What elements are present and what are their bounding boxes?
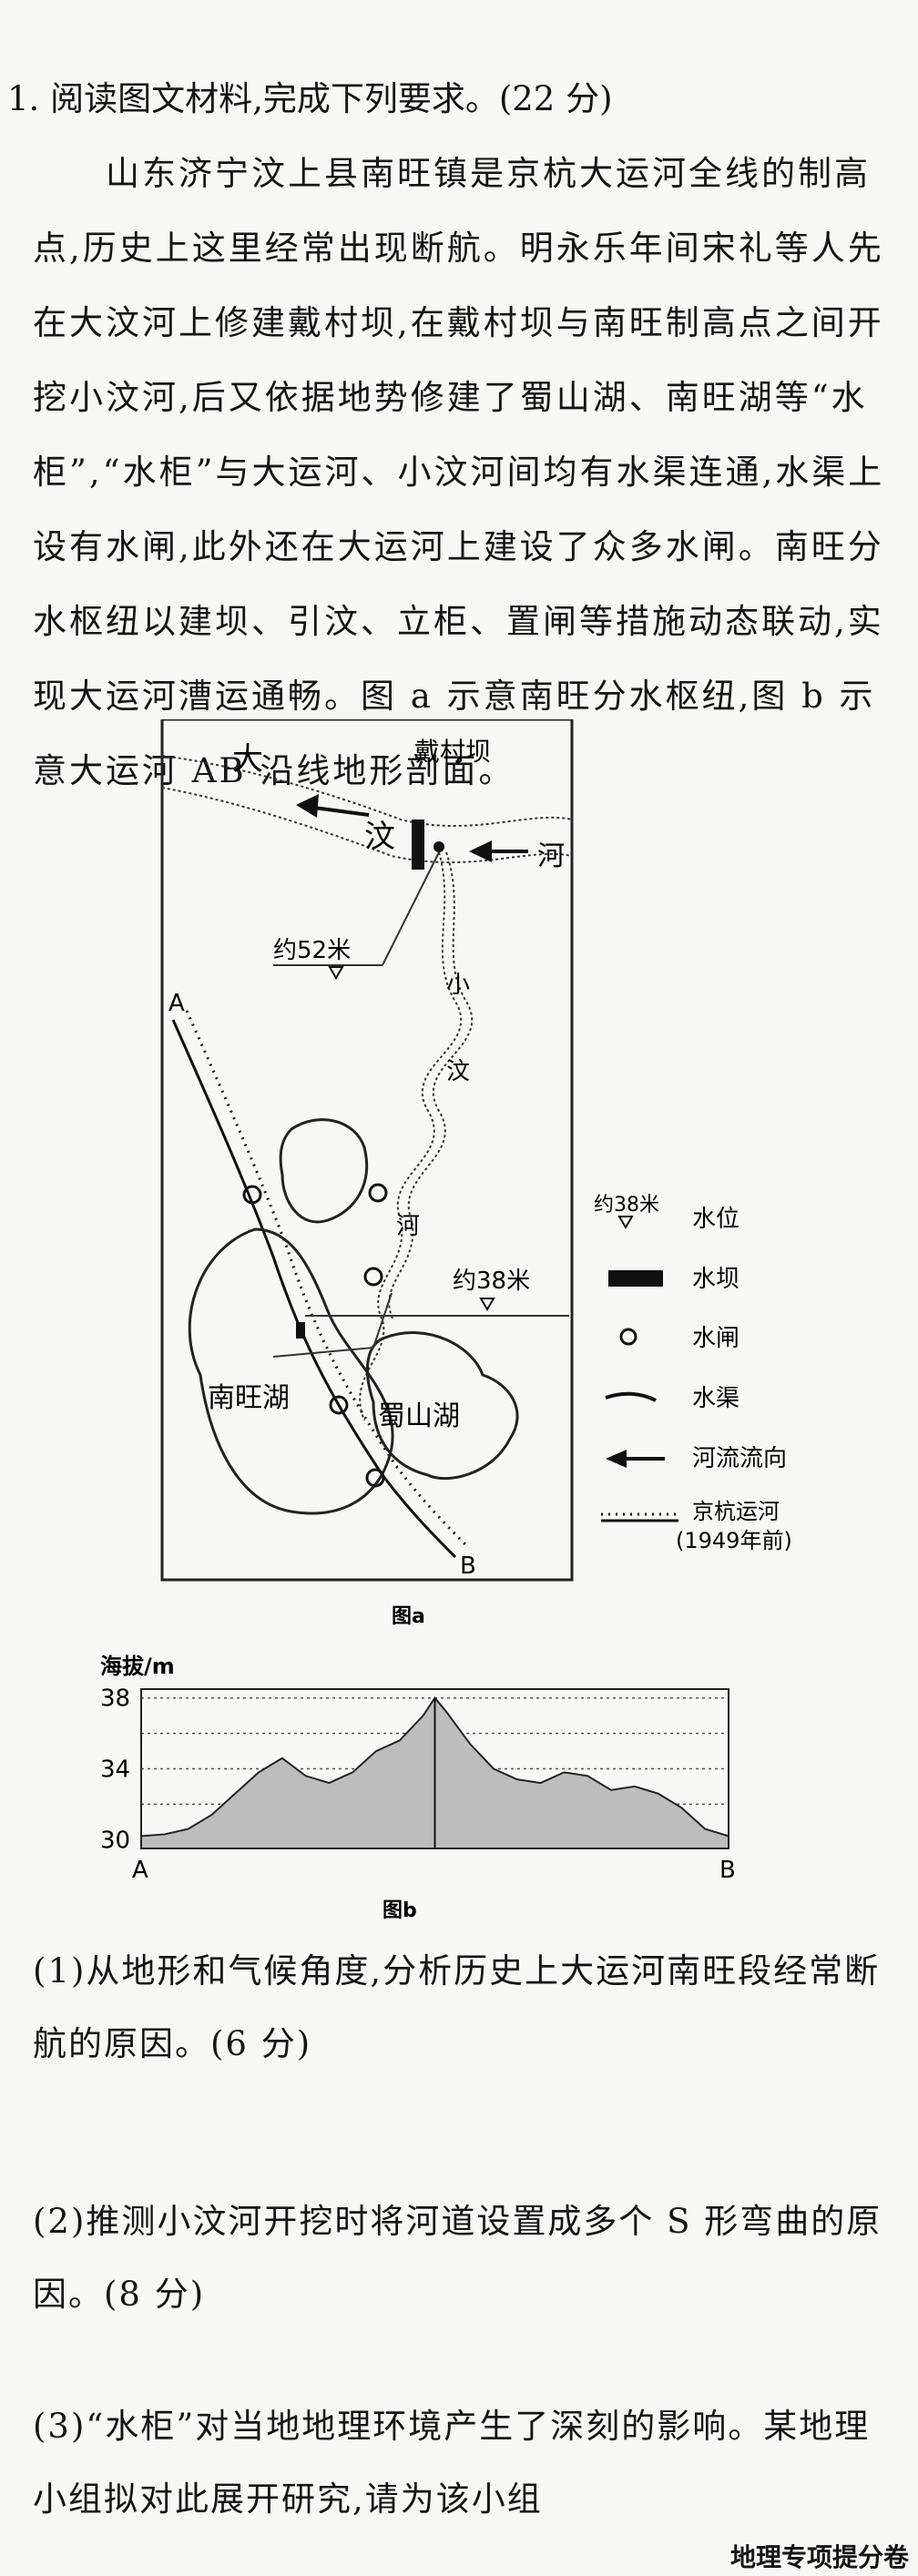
nanwang-lake [188, 1227, 394, 1515]
legend-item-level: 水位 [692, 1206, 740, 1233]
figure-a-map: 大 戴村坝 汶 河 小 汶 河 约52米 A B 南旺湖 蜀山湖 约38米 图a… [160, 719, 792, 1628]
dam-point [434, 841, 444, 852]
subquestion-1: (1)从地形和气候角度,分析历史上大运河南旺段经常断航的原因。(6 分) [33, 1951, 881, 2063]
y-tick-label: 38 [100, 1685, 130, 1713]
map-label-wen: 汶 [364, 819, 395, 855]
level1-leader [382, 851, 440, 966]
chart-y-ticks: 30 34 38 [100, 1685, 130, 1855]
y-tick-label: 34 [100, 1756, 130, 1784]
sluice-4 [329, 1395, 349, 1415]
level1-marker [328, 966, 344, 980]
map-label-b: B [460, 1553, 476, 1580]
page-footer: 地理专项提分卷 [729, 2542, 909, 2572]
map-label-xiao: 小 [446, 972, 470, 999]
map-label-dam: 戴村坝 [414, 737, 491, 767]
chart-frame [140, 1688, 729, 1849]
sluice-3 [363, 1267, 383, 1287]
chart-x-label-b: B [719, 1857, 736, 1884]
question-body-text: 山东济宁汶上县南旺镇是京杭大运河全线的制高点,历史上这里经常出现断航。明永乐年间… [33, 154, 885, 790]
shushan-lake [365, 1331, 519, 1481]
dawen-river [161, 755, 573, 864]
legend-channel-symbol [605, 1391, 657, 1402]
flow-arrow-left [296, 794, 370, 818]
figure-b-profile: 海拔/m 30 34 38 A B 图b [100, 1654, 736, 1921]
upper-water-cabinet [279, 1118, 369, 1224]
map-label-nanwang-lake: 南旺湖 [208, 1382, 290, 1414]
xiaowen-river-bank [388, 851, 474, 1321]
xiaowen-river [359, 851, 463, 1421]
chart-ylabel: 海拔/m [100, 1654, 175, 1679]
chart-x-label-a: A [132, 1857, 148, 1884]
legend-item-flow: 河流流向 [692, 1445, 787, 1472]
map-legend: 约38米 水位 水坝 水闸 水渠 河流流向 京杭运河 (1949年前) [594, 1194, 792, 1553]
legend-item-channel: 水渠 [692, 1385, 740, 1412]
legend-sluice-symbol [619, 1328, 638, 1346]
level2-marker [479, 1298, 495, 1311]
legend-item-dam: 水坝 [692, 1266, 740, 1293]
sluice-2 [368, 1183, 388, 1203]
grand-canal [171, 1019, 457, 1559]
grand-canal-ticks [185, 1010, 471, 1550]
map-caption: 图a [392, 1605, 425, 1628]
subquestion-2: (2)推测小汶河开挖时将河道设置成多个 S 形弯曲的原因。(8 分) [33, 2202, 882, 2314]
map-label-da: 大 [232, 741, 263, 778]
subquestion-3: (3)“水柜”对当地地理环境产生了深刻的影响。某地理小组拟对此展开研究,请为该小… [33, 2407, 871, 2519]
map-label-shushan-lake: 蜀山湖 [378, 1400, 460, 1432]
map-label-level2: 约38米 [453, 1268, 530, 1295]
legend-level-marker [617, 1216, 634, 1229]
dam-symbol [412, 820, 424, 870]
legend-item-canal: 京杭运河 [692, 1499, 780, 1524]
water-channel [272, 1292, 393, 1358]
legend-dam-symbol [608, 1270, 663, 1287]
question-title: 1. 阅读图文材料,完成下列要求。(22 分) [7, 79, 613, 118]
map-label-xiao-wen: 汶 [446, 1058, 470, 1085]
sluice-5 [365, 1468, 385, 1488]
question-body: 山东济宁汶上县南旺镇是京杭大运河全线的制高点,历史上这里经常出现断航。明永乐年间… [33, 137, 903, 809]
flow-arrow-right [469, 840, 528, 862]
map-label-he: 河 [537, 840, 565, 872]
map-label-a: A [168, 990, 185, 1017]
map-dam-small [296, 1322, 305, 1339]
legend-arrow-head [606, 1450, 627, 1468]
sluice-1 [242, 1185, 262, 1205]
map-frame [160, 719, 574, 1582]
y-tick-label: 30 [100, 1827, 130, 1854]
map-label-level1: 约52米 [273, 937, 351, 964]
legend-item-sluice: 水闸 [692, 1325, 740, 1352]
legend-level-sample: 约38米 [594, 1194, 659, 1217]
legend-canal-note: (1949年前) [676, 1528, 792, 1553]
chart-caption: 图b [382, 1899, 417, 1921]
map-label-xiao-he: 河 [396, 1213, 420, 1240]
